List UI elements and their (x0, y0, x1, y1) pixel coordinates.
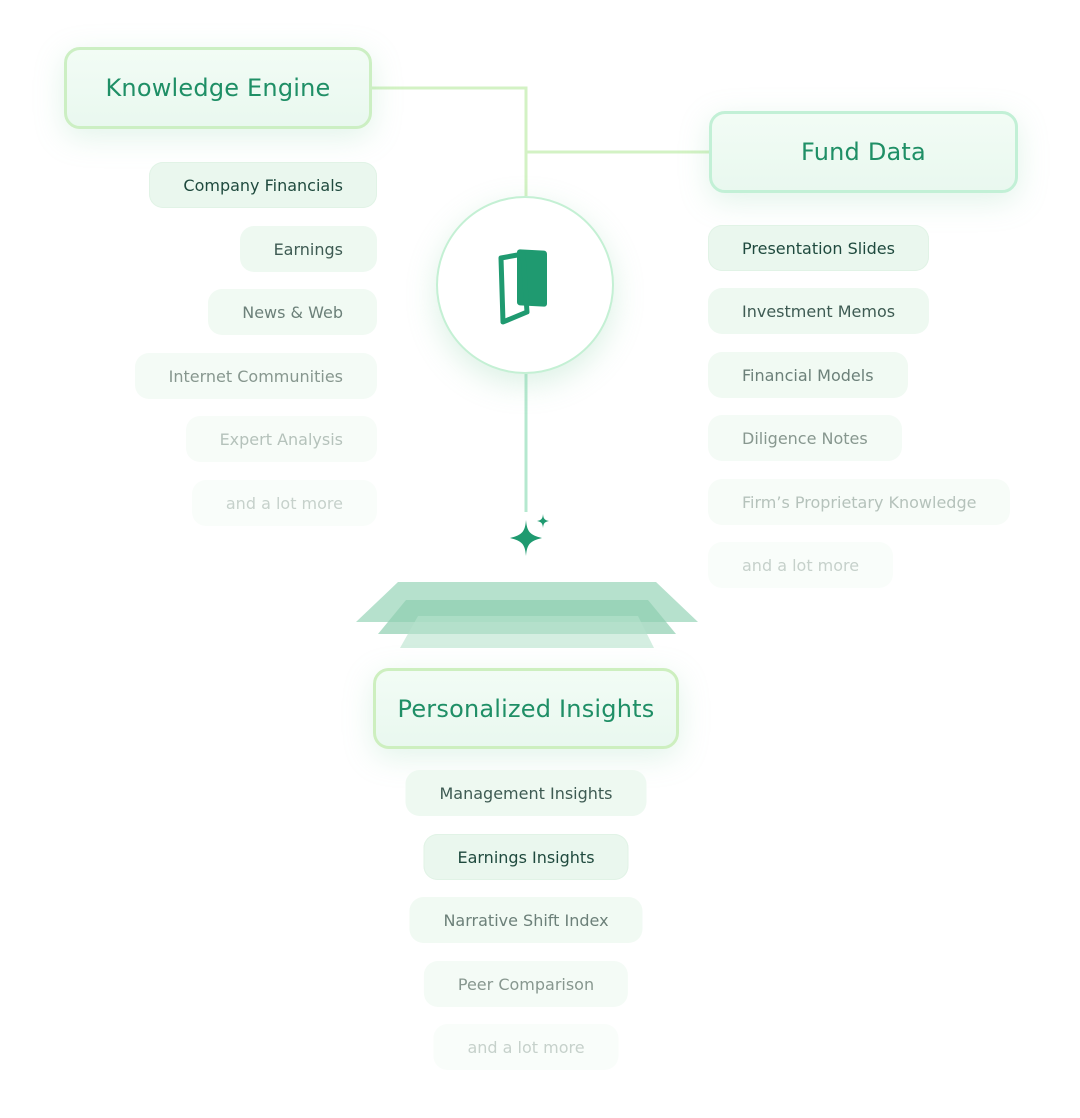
stacked-layers-icon (356, 582, 698, 648)
insight-item: Management Insights (405, 770, 647, 816)
fund-data-item: Diligence Notes (708, 415, 902, 461)
knowledge-engine-item: Internet Communities (134, 353, 377, 399)
insight-item: Peer Comparison (423, 961, 629, 1007)
insight-item: Narrative Shift Index (409, 897, 643, 943)
fund-data-item: and a lot more (708, 542, 894, 588)
personalized-insights-title: Personalized Insights (397, 694, 655, 723)
fund-data-item: Investment Memos (708, 288, 930, 334)
knowledge-engine-item: Earnings (239, 226, 377, 272)
fund-data-item: Presentation Slides (708, 225, 929, 271)
knowledge-engine-item: Company Financials (149, 162, 377, 208)
book-logo-icon (498, 249, 547, 325)
fund-data-title: Fund Data (801, 138, 926, 166)
sparkle-icon (510, 514, 549, 556)
knowledge-engine-title: Knowledge Engine (105, 74, 331, 102)
hub-circle (436, 196, 614, 374)
knowledge-engine-item: and a lot more (191, 480, 377, 526)
knowledge-engine-item: Expert Analysis (185, 416, 377, 462)
fund-data-item: Firm’s Proprietary Knowledge (708, 479, 1011, 525)
knowledge-engine-item: News & Web (208, 289, 377, 335)
insight-item: and a lot more (433, 1024, 619, 1070)
personalized-insights-header: Personalized Insights (373, 668, 679, 749)
fund-data-header: Fund Data (709, 111, 1018, 193)
fund-data-item: Financial Models (708, 352, 908, 398)
knowledge-engine-header: Knowledge Engine (64, 47, 372, 129)
insight-item: Earnings Insights (423, 834, 629, 880)
